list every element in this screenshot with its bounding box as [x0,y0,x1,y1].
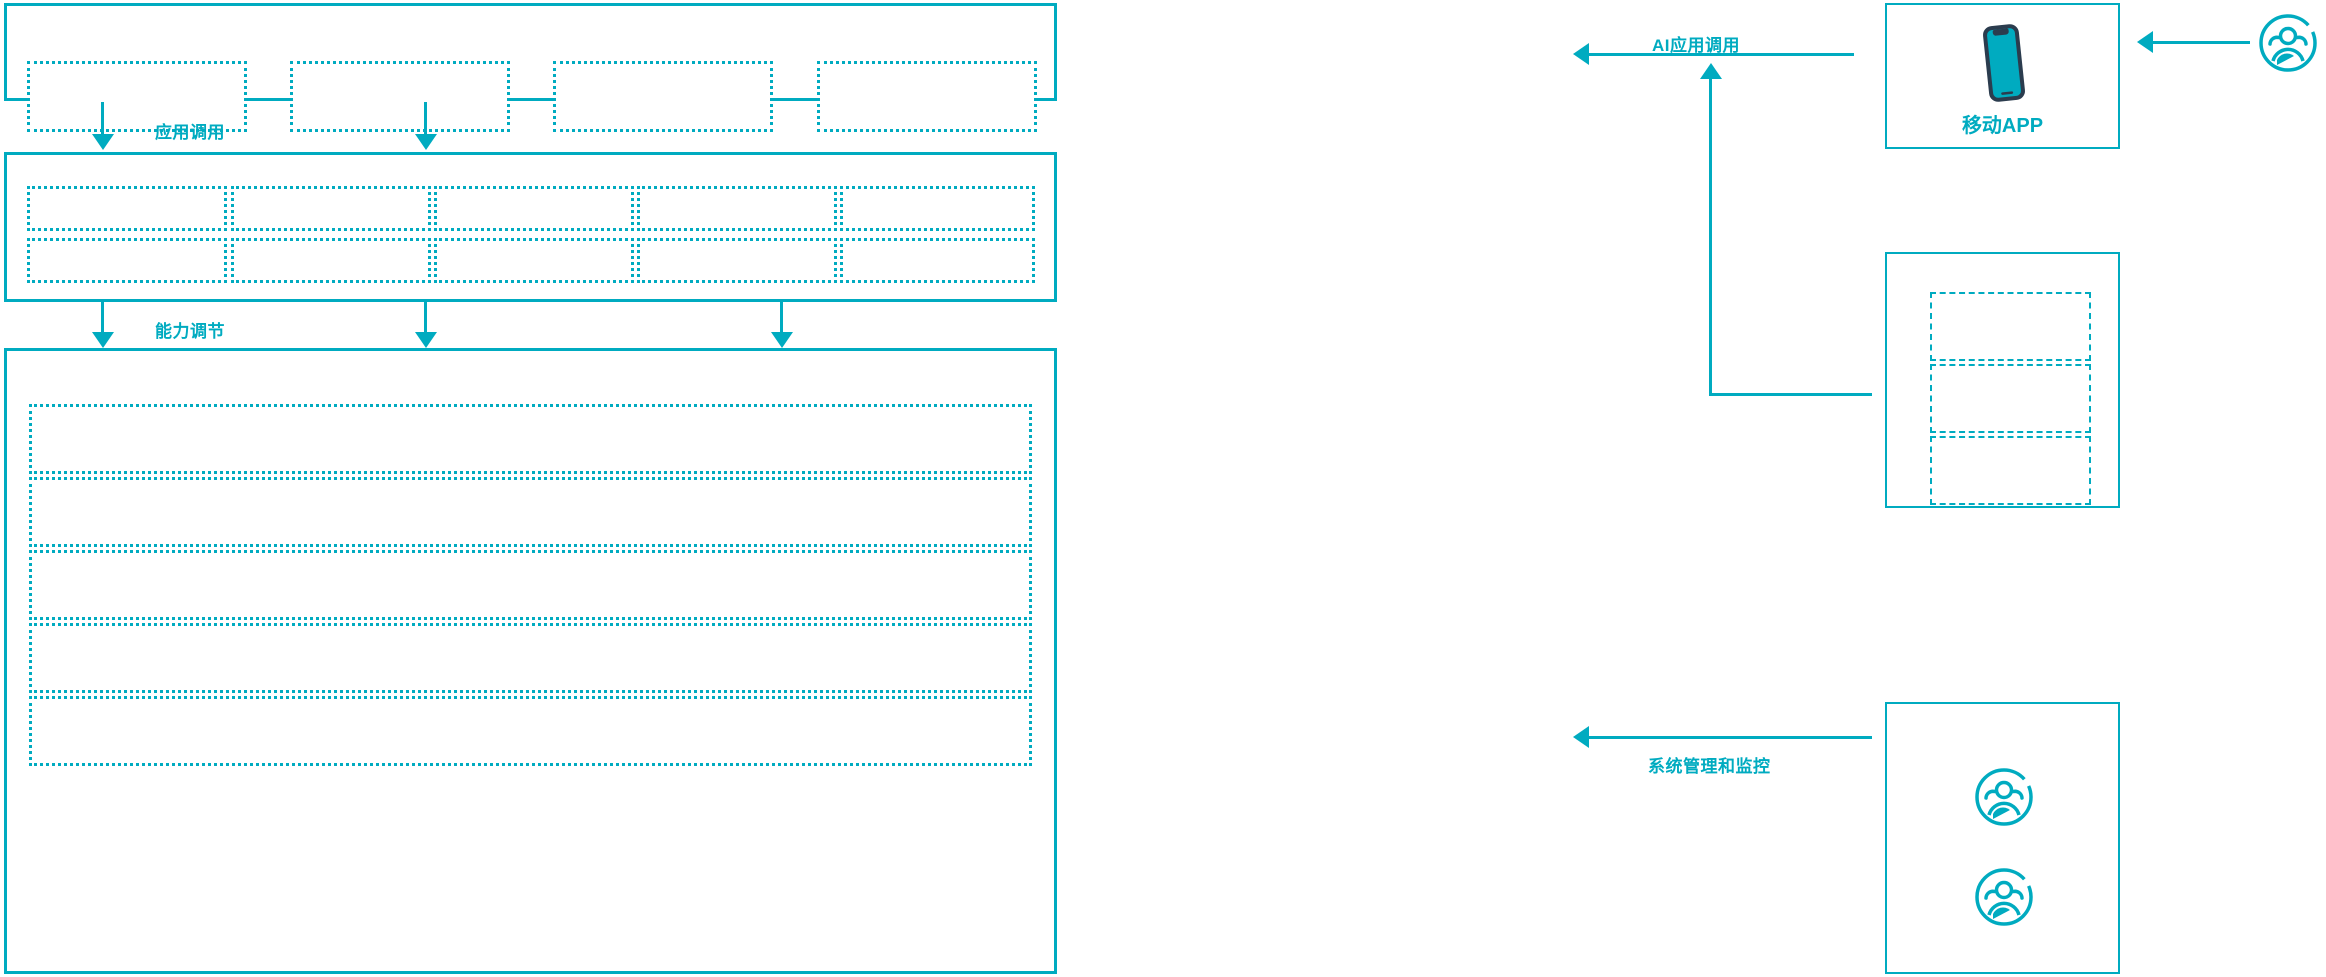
capability-adjust-line-2 [424,302,427,344]
capability-adjust-line-3 [780,302,783,344]
system-manage-monitor-arrow [1573,726,1589,748]
infrastructure-block[interactable] [29,404,1032,474]
operations-user-icon-1[interactable] [1973,766,2035,828]
ai-app-call-arrow [1573,43,1589,65]
operations-panel [1885,702,2120,974]
capability-block[interactable] [840,186,1035,231]
mobile-phone-icon [1971,23,2037,103]
system-manage-monitor-label: 系统管理和监控 [1648,757,1771,776]
application-layer-panel [4,3,1057,132]
capability-block[interactable] [434,186,634,231]
infrastructure-block[interactable] [29,696,1032,766]
infrastructure-layer-panel [4,348,1057,974]
external-user-actor[interactable] [2257,12,2319,74]
capability-adjust-arrow-1 [92,332,114,348]
actor-to-mobile-arrow [2137,31,2153,53]
infrastructure-block[interactable] [29,477,1032,547]
infrastructure-block[interactable] [29,623,1032,693]
capability-adjust-arrow-2 [415,332,437,348]
capability-block[interactable] [637,186,837,231]
app-call-connector-line-right [424,102,427,146]
app-call-connector-line-left [101,102,104,146]
app-call-arrow-left [92,134,114,150]
capability-block[interactable] [231,186,431,231]
application-block[interactable] [553,61,773,132]
channel-riser-vertical [1709,78,1712,395]
application-block[interactable] [817,61,1037,132]
capability-adjust-arrow-3 [771,332,793,348]
channel-riser-arrow [1700,63,1722,79]
application-block[interactable] [27,61,247,132]
channel-panel [1885,252,2120,508]
channel-block[interactable] [1930,364,2091,433]
capability-block[interactable] [27,238,227,283]
capability-block[interactable] [434,238,634,283]
channel-block[interactable] [1930,436,2091,505]
ai-app-call-line [1589,53,1854,56]
system-manage-monitor-line [1589,736,1872,739]
channel-riser-horizontal [1709,393,1872,396]
mobile-app-panel: 移动APP [1885,3,2120,149]
ai-app-call-label: AI应用调用 [1652,36,1740,55]
channel-block[interactable] [1930,292,2091,361]
capability-block[interactable] [840,238,1035,283]
capability-layer-panel [4,152,1057,302]
application-block[interactable] [290,61,510,132]
app-call-arrow-right [415,134,437,150]
actor-to-mobile-line [2153,41,2250,44]
capability-block[interactable] [637,238,837,283]
app-call-label: 应用调用 [155,123,225,142]
capability-block[interactable] [27,186,227,231]
operations-user-icon-2[interactable] [1973,866,2035,928]
capability-adjust-label: 能力调节 [155,322,225,341]
capability-block[interactable] [231,238,431,283]
infrastructure-block[interactable] [29,550,1032,620]
mobile-app-caption: 移动APP [1961,115,2044,137]
capability-adjust-line-1 [101,302,104,344]
